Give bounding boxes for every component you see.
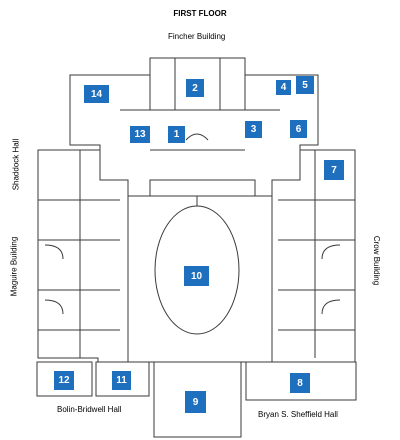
- bolin-bridwell-hall-a: [36, 361, 93, 397]
- building-9-outline: [153, 361, 242, 438]
- marker-7[interactable]: 7: [324, 160, 344, 180]
- marker-1[interactable]: 1: [168, 126, 185, 143]
- label-maguire-building: Maguire Building: [9, 236, 19, 297]
- marker-12[interactable]: 12: [54, 371, 74, 390]
- label-bolin-bridwell-hall: Bolin-Bridwell Hall: [57, 405, 122, 414]
- floor-title: FIRST FLOOR: [173, 9, 227, 18]
- label-bryan-sheffield-hall: Bryan S. Sheffield Hall: [258, 410, 338, 419]
- marker-13[interactable]: 13: [130, 126, 150, 143]
- marker-5[interactable]: 5: [296, 76, 314, 94]
- bryan-sheffield-hall-outline: [245, 361, 357, 401]
- marker-10[interactable]: 10: [184, 266, 209, 286]
- marker-2[interactable]: 2: [186, 79, 204, 97]
- marker-11[interactable]: 11: [112, 371, 131, 390]
- marker-6[interactable]: 6: [290, 120, 307, 138]
- marker-9[interactable]: 9: [185, 391, 206, 413]
- marker-14[interactable]: 14: [84, 85, 109, 103]
- bolin-bridwell-hall-b: [95, 361, 150, 397]
- marker-8[interactable]: 8: [290, 373, 310, 393]
- marker-4[interactable]: 4: [276, 80, 291, 95]
- marker-3[interactable]: 3: [245, 121, 262, 138]
- label-fincher-building: Fincher Building: [168, 32, 226, 41]
- label-shaddock-hall: Shaddock Hall: [11, 138, 21, 191]
- label-crow-building: Crow Building: [372, 235, 382, 286]
